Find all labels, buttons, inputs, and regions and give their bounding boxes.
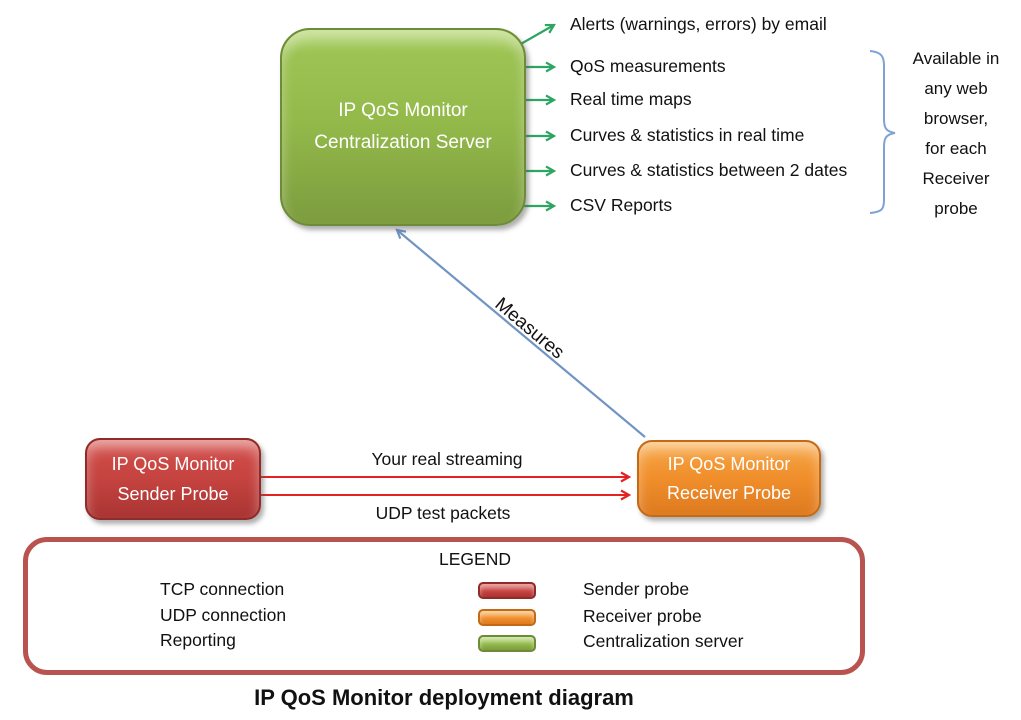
legend-box — [23, 537, 865, 675]
web-browser-note-line: for each — [925, 139, 987, 158]
legend-receiver-pill-icon — [478, 609, 536, 626]
server-box-line1: IP QoS Monitor — [338, 100, 468, 121]
legend-server-pill-icon — [478, 635, 536, 652]
legend-label-tcp: TCP connection — [160, 579, 285, 599]
legend-label-udp: UDP connection — [160, 605, 287, 625]
web-browser-note-line: probe — [934, 199, 978, 218]
legend-title: LEGEND — [439, 549, 511, 569]
real-streaming-label: Your real streaming — [371, 449, 523, 469]
centralization-server-box: IP QoS Monitor Centralization Server — [280, 28, 526, 226]
sender-box-line1: IP QoS Monitor — [111, 454, 235, 474]
web-browser-note-line: any web — [924, 79, 988, 98]
output-label-real-time-maps: Real time maps — [570, 89, 692, 109]
web-browser-note-line: Receiver — [922, 169, 990, 188]
web-browser-note-line: browser, — [923, 109, 989, 128]
sender-box-line2: Sender Probe — [117, 484, 229, 504]
udp-test-packets-label: UDP test packets — [375, 503, 511, 523]
output-label-csv-reports: CSV Reports — [570, 195, 673, 215]
tcp-arrow-measures — [395, 228, 646, 438]
legend-label-centralization-server: Centralization server — [583, 631, 744, 651]
legend-label-sender-probe: Sender probe — [583, 579, 690, 599]
web-browser-note: Available in any web browser, for each R… — [895, 44, 1017, 224]
output-label-alerts: Alerts (warnings, errors) by email — [570, 14, 827, 34]
legend-label-receiver-probe: Receiver probe — [583, 606, 702, 626]
web-browser-note-line: Available in — [912, 49, 1000, 68]
diagram-title: IP QoS Monitor deployment diagram — [254, 685, 634, 710]
output-label-curves-dates: Curves & statistics between 2 dates — [570, 160, 848, 180]
receiver-box-line2: Receiver Probe — [666, 482, 792, 503]
server-box-line2: Centralization Server — [314, 132, 492, 153]
output-label-curves-real-time: Curves & statistics in real time — [570, 125, 805, 145]
output-label-qos-measurements: QoS measurements — [570, 56, 726, 76]
receiver-probe-box: IP QoS Monitor Receiver Probe — [637, 440, 821, 517]
legend-sender-pill-icon — [478, 582, 536, 599]
receiver-box-line1: IP QoS Monitor — [667, 453, 791, 474]
web-browser-brace — [869, 50, 896, 214]
sender-probe-box: IP QoS Monitor Sender Probe — [85, 438, 261, 520]
legend-label-reporting: Reporting — [160, 630, 236, 650]
